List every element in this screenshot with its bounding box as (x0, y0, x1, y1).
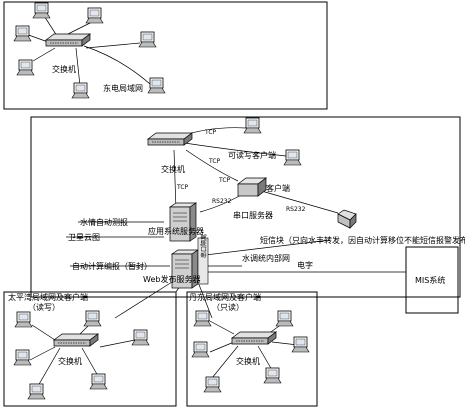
rw-client-pc-2 (283, 149, 302, 166)
data-server-label: 应用系统服务器 (148, 226, 204, 236)
taipingwan-lan-region (3, 291, 177, 407)
top-links (22, 10, 151, 87)
top-pc-1 (85, 7, 104, 24)
tpw-switch-icon (53, 333, 99, 347)
top-pc-3 (13, 25, 32, 42)
dandong-switch-label: 交换机 (236, 356, 260, 366)
tcp-label-3: TCP (176, 184, 189, 191)
auto-calc-label: 自动计算编报（暂封） (72, 261, 152, 271)
dandong-links (207, 319, 299, 379)
mis-label: MIS系统 (415, 275, 445, 285)
center-switch-label: 交换机 (161, 164, 185, 174)
serial-server-icon (236, 177, 268, 197)
top-pc-7 (147, 77, 166, 94)
dandong-pc-6 (263, 367, 282, 384)
dandong-pc-4 (203, 376, 222, 393)
dandong-lan-region (186, 291, 318, 407)
tpw-links (29, 324, 136, 387)
serial-isolation-label: 串口隔离 (200, 234, 208, 258)
tcp-label-1: TCP (204, 129, 217, 136)
tpw-pc-6 (89, 373, 108, 390)
rs232-label-2: RS232 (286, 206, 306, 213)
dandong-pc-3 (191, 341, 210, 358)
top-switch-label: 交换机 (52, 64, 76, 74)
top-switch-icon (45, 33, 91, 47)
center-switch-icon (147, 132, 193, 146)
rw-client-label-1: 可读写客户端 (228, 150, 276, 160)
tpw-switch-label: 交换机 (58, 356, 82, 366)
sms-note-label: 短信块（只向水丰转发，因自动计算移位不能短信报警发布） (260, 235, 465, 245)
dongdian-lan-label: 东电局域网 (103, 83, 143, 93)
mis-box (405, 246, 459, 314)
dandong-switch-icon (231, 331, 277, 345)
satellite-label: 卫星云图 (68, 233, 100, 242)
top-pc-4 (16, 59, 35, 76)
serial-server-label: 串口服务器 (233, 210, 273, 220)
tpw-pc-4 (27, 383, 46, 400)
rw-client-pc-1 (243, 117, 262, 134)
web-server-label: Web发布服务器 (143, 274, 200, 284)
telecom-label: 电字 (297, 260, 313, 270)
dongdian-lan-region (3, 1, 328, 110)
serial-isolation-bar (197, 237, 209, 285)
tpw-pc-1 (14, 311, 33, 328)
dandong-pc-1 (193, 310, 212, 327)
tpw-lan-label: 太平湾局域网及客户端 (8, 292, 88, 302)
tcp-label-4: TCP (218, 177, 231, 184)
tcp-label-2: TCP (208, 158, 221, 165)
top-pc-2 (32, 2, 51, 19)
top-pc-5 (138, 31, 157, 48)
top-pc-6 (71, 82, 90, 99)
dandong-pc-2 (275, 310, 294, 327)
dandong-ro-label: （只读） (212, 302, 244, 312)
sms-hub-label: 水调统内部网 (242, 253, 290, 263)
rs232-label-1: RS232 (212, 198, 232, 205)
tpw-pc-2 (83, 310, 102, 327)
sms-modem-icon (337, 209, 357, 229)
tpw-rw-label: （读写） (28, 302, 60, 312)
dandong-lan-label: 丹东局域网及客户端 (189, 292, 261, 302)
center-region (30, 116, 461, 298)
hydro-auto-label: 水情自动测报 (80, 217, 128, 227)
dandong-pc-5 (291, 336, 310, 353)
tpw-pc-5 (131, 329, 150, 346)
tpw-pc-3 (13, 349, 32, 366)
